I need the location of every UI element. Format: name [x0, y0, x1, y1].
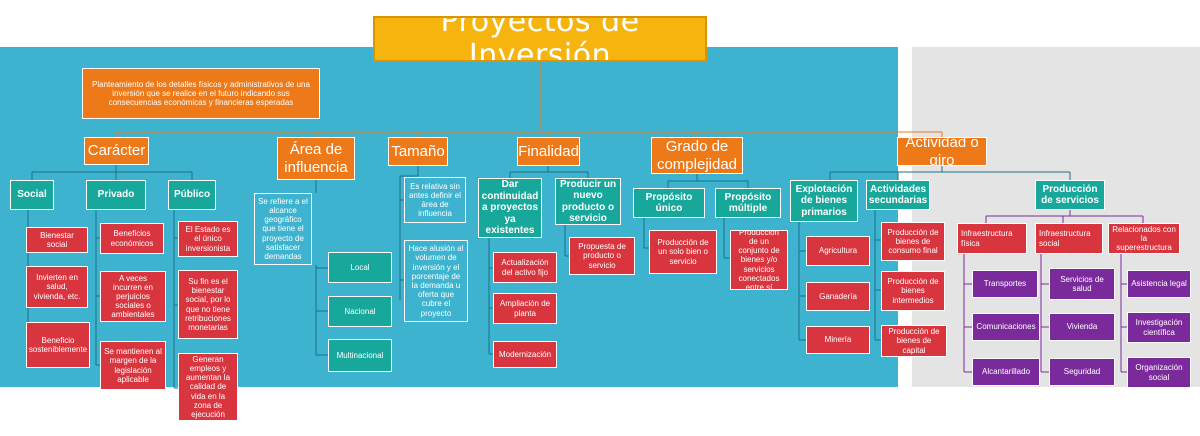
publico-item: Generan empleos y aumentan la calidad de…	[178, 353, 238, 421]
category-tamano: Tamaño	[388, 137, 448, 166]
finalidad-continuidad-header: Dar continuidad a proyectos ya existente…	[478, 178, 542, 238]
fisica-item: Comunicaciones	[972, 313, 1040, 341]
servicios-social-header: Infraestructura social	[1035, 223, 1103, 254]
secundarias-item: Producción de bienes de capital	[881, 325, 947, 357]
social-infra-item: Servicios de salud	[1049, 268, 1115, 300]
actividad-primarios-header: Explotación de bienes primarios	[790, 180, 858, 222]
social-infra-item: Seguridad	[1049, 358, 1115, 386]
super-item: Investigación científica	[1127, 312, 1191, 343]
actividad-servicios-header: Producción de servicios	[1035, 180, 1105, 210]
area-item: Local	[328, 252, 392, 283]
super-item: Organización social	[1127, 357, 1191, 388]
servicios-super-header: Relacionados con la superestructura	[1108, 223, 1180, 254]
primarios-item: Minería	[806, 326, 870, 354]
tamano-description: Es relativa sin antes definir el área de…	[404, 177, 466, 223]
area-item: Nacional	[328, 296, 392, 327]
grado-multiple-header: Propósito múltiple	[715, 188, 781, 218]
privado-item: Beneficios económicos	[100, 223, 164, 254]
privado-item: Se mantienen al margen de la legislación…	[100, 341, 166, 390]
definition-box: Planteamiento de los detalles físicos y …	[82, 68, 320, 119]
finalidad-nuevo-header: Producir un nuevo producto o servicio	[555, 178, 621, 225]
continuidad-item: Ampliación de planta	[493, 293, 557, 324]
unico-item: Producción de un solo bien o servicio	[649, 230, 717, 274]
primarios-item: Ganadería	[806, 282, 870, 311]
category-grado-complejidad: Grado de complejidad	[651, 137, 743, 174]
primarios-item: Agricultura	[806, 236, 870, 266]
grado-unico-header: Propósito único	[633, 188, 705, 218]
area-item: Multinacional	[328, 339, 392, 372]
social-item: Invierten en salud, vivienda, etc.	[26, 266, 88, 308]
continuidad-item: Actualización del activo fijo	[493, 252, 557, 283]
caracter-social-header: Social	[10, 180, 54, 210]
secundarias-item: Producción de bienes intermedios	[881, 271, 945, 311]
caracter-publico-header: Público	[168, 180, 216, 210]
category-actividad-giro: Actividad o giro	[897, 137, 987, 166]
social-item: Beneficio sosteniblemente	[26, 322, 90, 368]
servicios-fisica-header: Infraestructura física	[957, 223, 1027, 254]
nuevo-item: Propuesta de producto o servicio	[569, 237, 635, 275]
continuidad-item: Modernización	[493, 341, 557, 368]
super-item: Asistencia legal	[1127, 270, 1191, 298]
caracter-privado-header: Privado	[86, 180, 146, 210]
multiple-item: Producción de un conjunto de bienes y/o …	[730, 230, 788, 290]
social-infra-item: Vivienda	[1049, 313, 1115, 341]
category-caracter: Carácter	[84, 137, 149, 165]
area-description: Se refiere a el alcance geográfico que t…	[254, 193, 312, 265]
publico-item: El Estado es el único inversionista	[178, 221, 238, 257]
category-finalidad: Finalidad	[517, 137, 580, 166]
page-title: Proyectos de Inversión	[373, 16, 707, 62]
fisica-item: Transportes	[972, 270, 1038, 298]
social-item: Bienestar social	[26, 227, 88, 253]
fisica-item: Alcantarillado	[972, 358, 1040, 386]
actividad-secundarias-header: Actividades secundarias	[866, 180, 930, 210]
tamano-description: Hace alusión al volumen de inversión y e…	[404, 240, 468, 322]
privado-item: A veces incurren en perjuicios sociales …	[100, 271, 166, 322]
category-area-influencia: Área de influencia	[277, 137, 355, 180]
secundarias-item: Producción de bienes de consumo final	[881, 222, 945, 261]
publico-item: Su fin es el bienestar social, por lo qu…	[178, 270, 238, 339]
